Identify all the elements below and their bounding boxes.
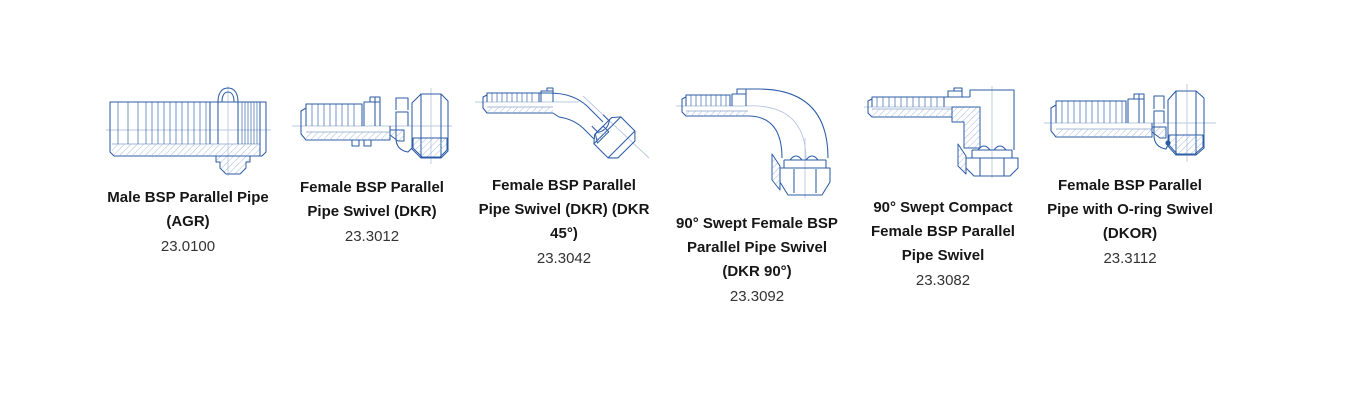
product-code: 23.3112 bbox=[1103, 250, 1157, 267]
dkr-90-fitting-drawing bbox=[665, 86, 849, 198]
product-code: 23.3042 bbox=[536, 250, 592, 267]
dkor-fitting-drawing bbox=[1036, 84, 1224, 162]
product-card-agr[interactable]: Male BSP Parallel Pipe(AGR) 23.0100 bbox=[93, 86, 283, 257]
product-code: 23.0100 bbox=[160, 238, 216, 255]
product-name: Male BSP Parallel Pipe(AGR) bbox=[107, 189, 269, 230]
product-code: 23.3012 bbox=[344, 228, 400, 245]
agr-fitting-drawing bbox=[93, 86, 283, 178]
dkr-90-compact-fitting-drawing bbox=[858, 86, 1028, 178]
product-code: 23.3082 bbox=[915, 272, 971, 289]
dkr-45-fitting-drawing bbox=[470, 86, 658, 164]
o-ring-dot bbox=[1165, 140, 1171, 146]
dkr-fitting-drawing bbox=[288, 88, 456, 164]
product-code: 23.3092 bbox=[729, 288, 785, 305]
